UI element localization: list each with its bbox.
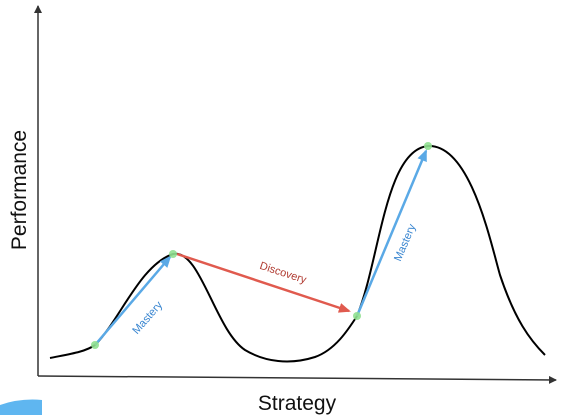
discovery-landing-marker bbox=[353, 312, 361, 320]
x-axis-label: Strategy bbox=[258, 392, 337, 415]
mastery-label-right: Mastery bbox=[392, 222, 419, 263]
performance-curve bbox=[49, 144, 546, 363]
discovery-arrow bbox=[176, 252, 351, 313]
global-peak-marker bbox=[424, 142, 432, 150]
local-peak-marker bbox=[169, 250, 177, 258]
mastery-label-left: Mastery bbox=[130, 299, 165, 337]
x-axis bbox=[37, 375, 557, 384]
y-axis-label: Performance bbox=[8, 130, 31, 250]
corner-accent-shape bbox=[0, 399, 42, 415]
start-point-marker bbox=[91, 341, 99, 349]
mastery-arrow-left bbox=[94, 255, 172, 346]
mastery-arrow-right bbox=[355, 149, 428, 317]
